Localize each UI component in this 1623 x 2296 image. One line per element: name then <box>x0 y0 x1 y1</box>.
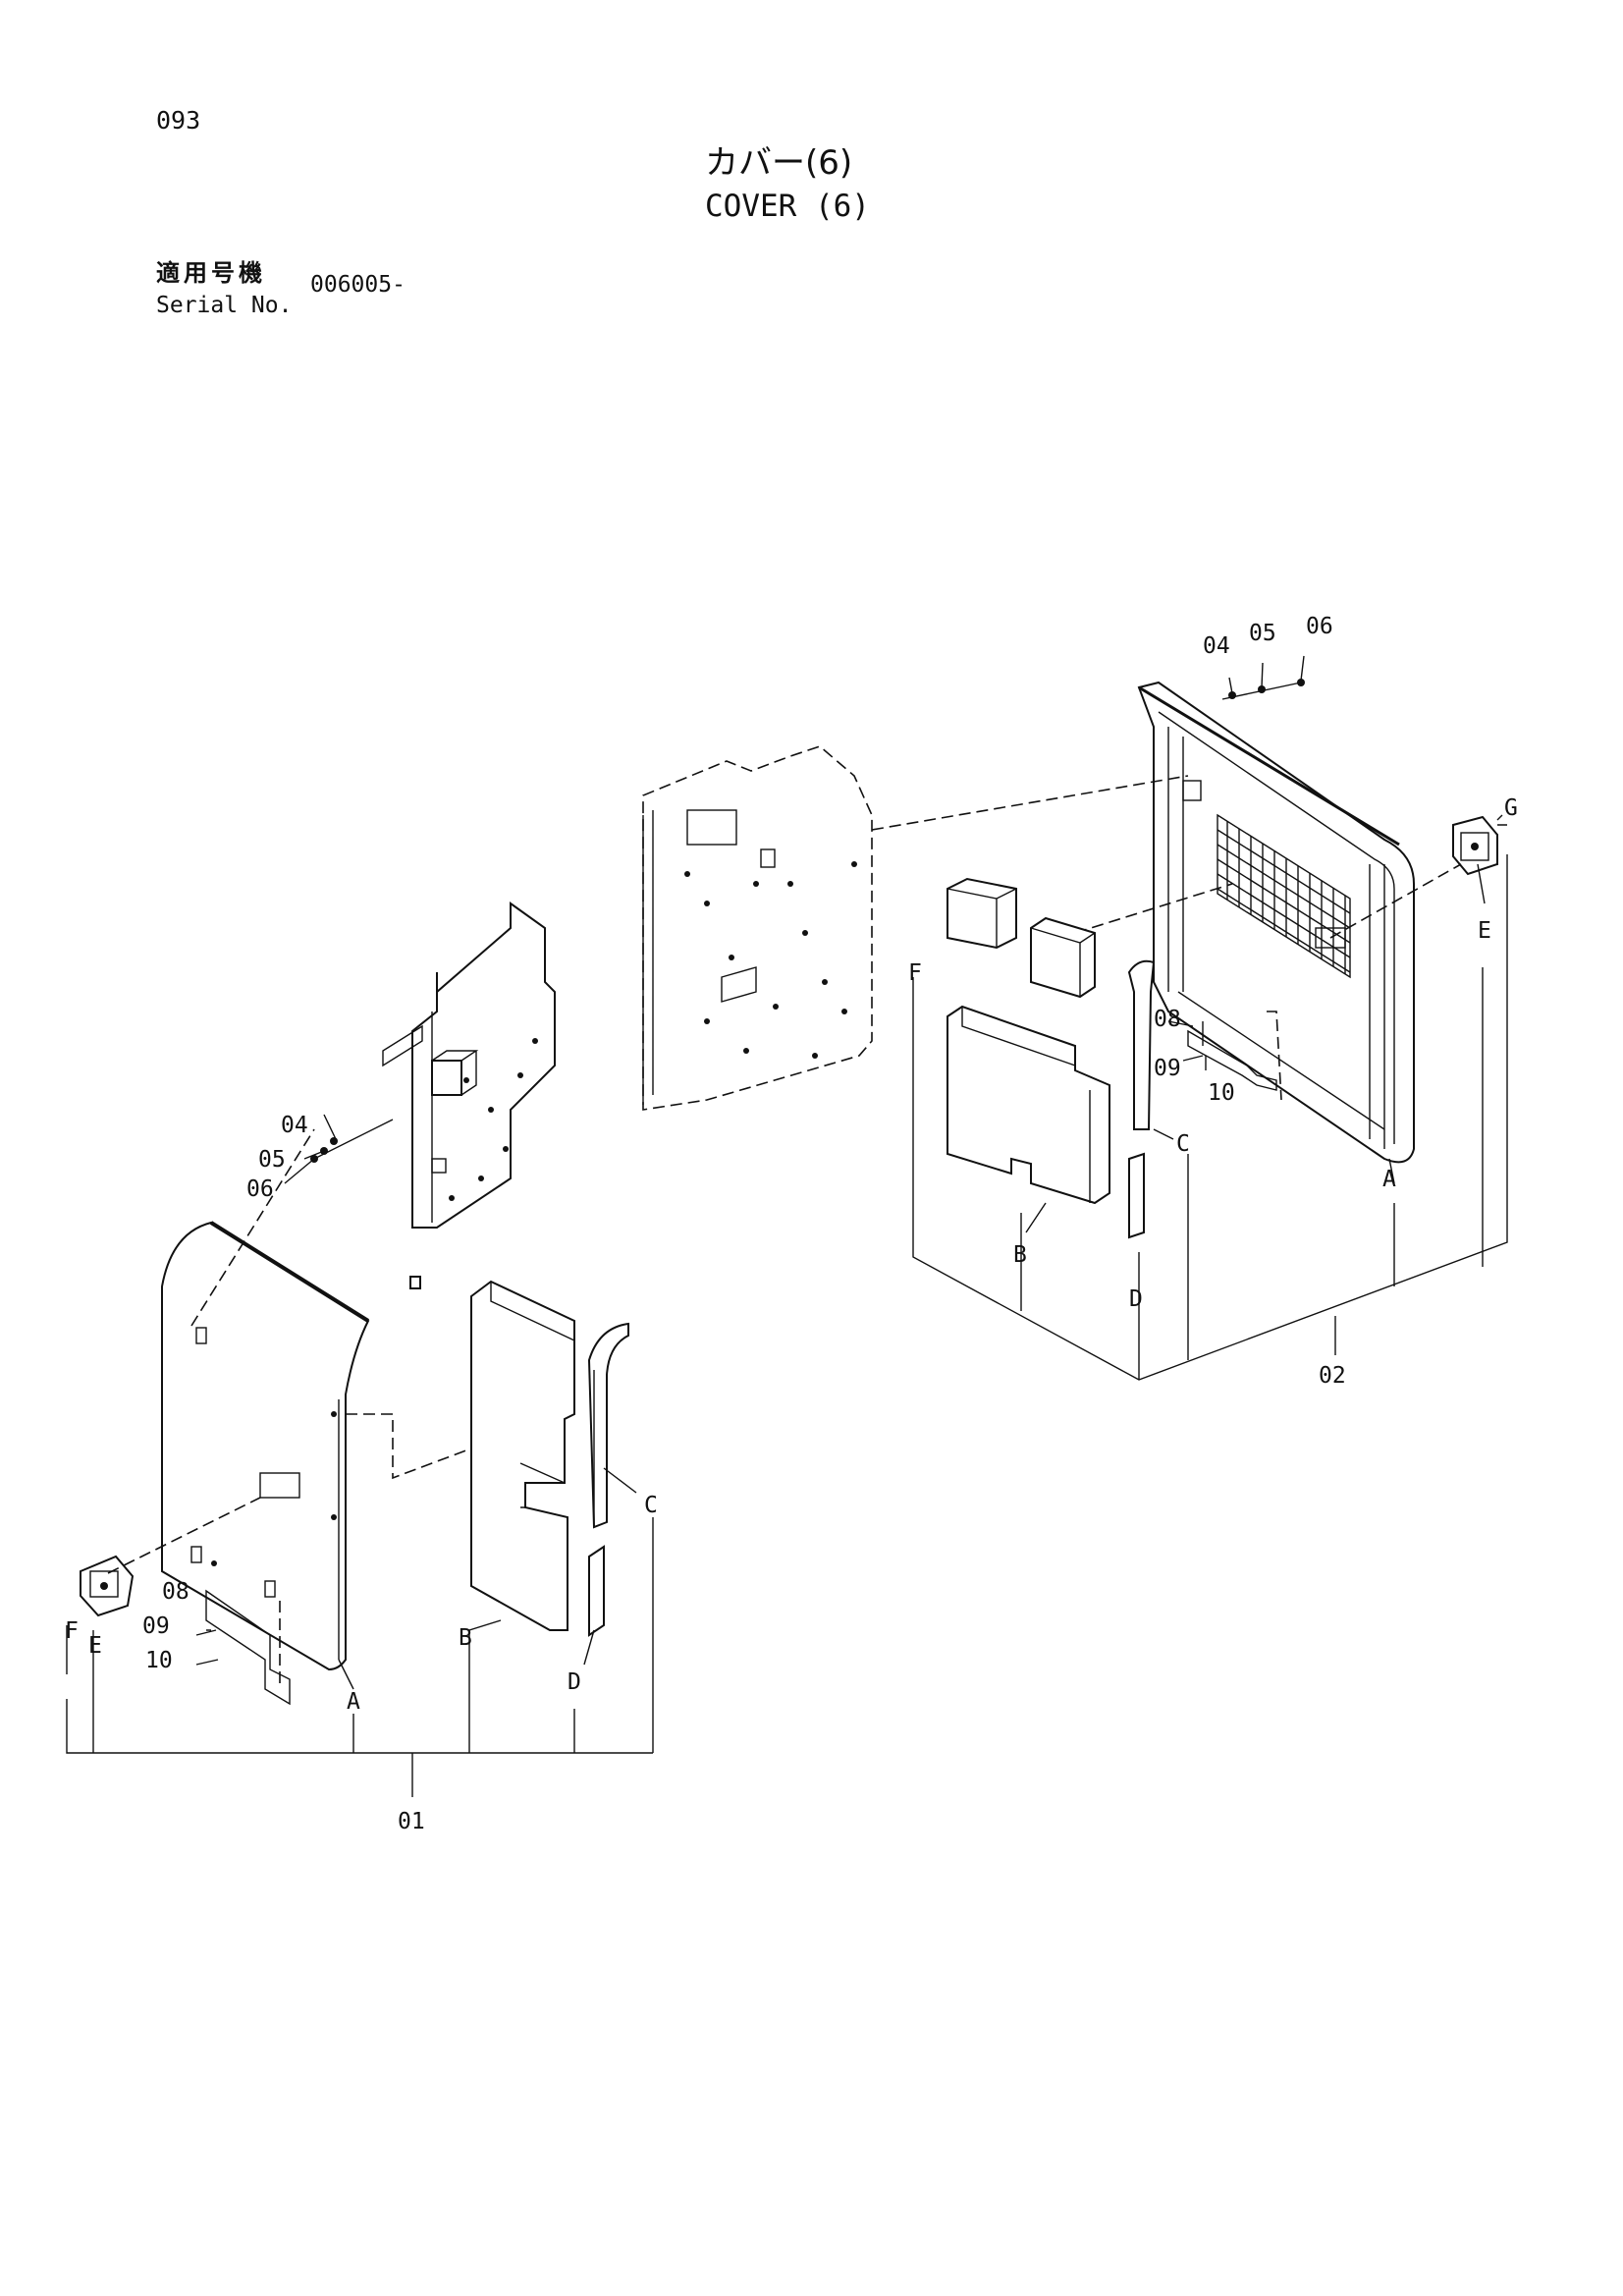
left-leader-lines <box>66 1467 654 1797</box>
callout-left-10: 10 <box>145 1648 173 1673</box>
callout-left-a: A <box>347 1689 360 1715</box>
right-fasteners <box>1221 655 1305 700</box>
left-cover-panel <box>161 1128 512 1671</box>
callout-left-b: B <box>459 1625 472 1651</box>
callout-left-e: E <box>88 1633 102 1659</box>
right-leader-lines <box>912 814 1508 1381</box>
left-upper-bracket <box>382 902 556 1289</box>
callout-left-09: 09 <box>142 1613 170 1639</box>
right-part-f <box>947 877 1017 950</box>
callout-left-d: D <box>568 1669 581 1695</box>
left-fasteners <box>284 1114 394 1184</box>
callout-right-f: F <box>908 960 922 986</box>
left-callout-labels: 04 05 06 08 09 10 A B C D E F 01 <box>65 1113 658 1834</box>
page-title-japanese: カバー(6) <box>705 143 853 183</box>
callout-right-06: 06 <box>1306 614 1333 639</box>
left-part-d <box>588 1545 605 1637</box>
serial-label-english: Serial No. <box>156 293 293 318</box>
callout-right-10: 10 <box>1208 1080 1235 1106</box>
left-handle-part <box>80 1497 261 1617</box>
callout-right-e: E <box>1478 918 1491 944</box>
left-cover-assembly: 04 05 06 08 09 10 A B C D E F 01 <box>65 902 658 1834</box>
right-pad <box>1030 916 1096 999</box>
right-part-b <box>947 1005 1110 1205</box>
callout-left-08: 08 <box>162 1579 189 1605</box>
page-number: 093 <box>156 106 201 135</box>
callout-left-05: 05 <box>258 1147 286 1173</box>
serial-number-value: 006005- <box>310 272 406 298</box>
callout-left-c: C <box>644 1493 658 1518</box>
left-mount-bracket <box>205 1589 291 1706</box>
callout-right-c: C <box>1176 1131 1190 1157</box>
right-cover-assembly: 04 05 06 08 09 10 A B C D E F G 02 <box>642 614 1518 1389</box>
right-cover-grille <box>1217 813 1351 979</box>
callout-left-04: 04 <box>281 1113 308 1138</box>
page-title-english: COVER (6) <box>705 189 870 224</box>
right-back-plate <box>642 745 1189 1111</box>
callout-left-f: F <box>65 1618 79 1644</box>
callout-right-d: D <box>1129 1286 1143 1312</box>
right-cover-panel <box>1074 681 1415 1164</box>
serial-label-japanese: 適用号機 <box>156 259 266 287</box>
callout-right-05: 05 <box>1249 621 1276 646</box>
callout-left-06: 06 <box>246 1176 274 1202</box>
callout-right-04: 04 <box>1203 633 1230 659</box>
callout-right-a: A <box>1382 1167 1396 1192</box>
callout-assembly-02: 02 <box>1319 1363 1346 1389</box>
right-handle-part <box>1329 815 1498 939</box>
right-part-c <box>1127 959 1156 1130</box>
callout-right-g: G <box>1504 795 1518 821</box>
callout-right-08: 08 <box>1154 1007 1181 1032</box>
callout-right-09: 09 <box>1154 1056 1181 1081</box>
callout-right-b: B <box>1013 1242 1027 1268</box>
callout-assembly-01: 01 <box>398 1809 425 1834</box>
left-part-c <box>587 1322 629 1529</box>
right-callout-labels: 04 05 06 08 09 10 A B C D E F G 02 <box>908 614 1518 1389</box>
left-part-b <box>470 1280 575 1631</box>
right-part-d <box>1128 1152 1145 1239</box>
